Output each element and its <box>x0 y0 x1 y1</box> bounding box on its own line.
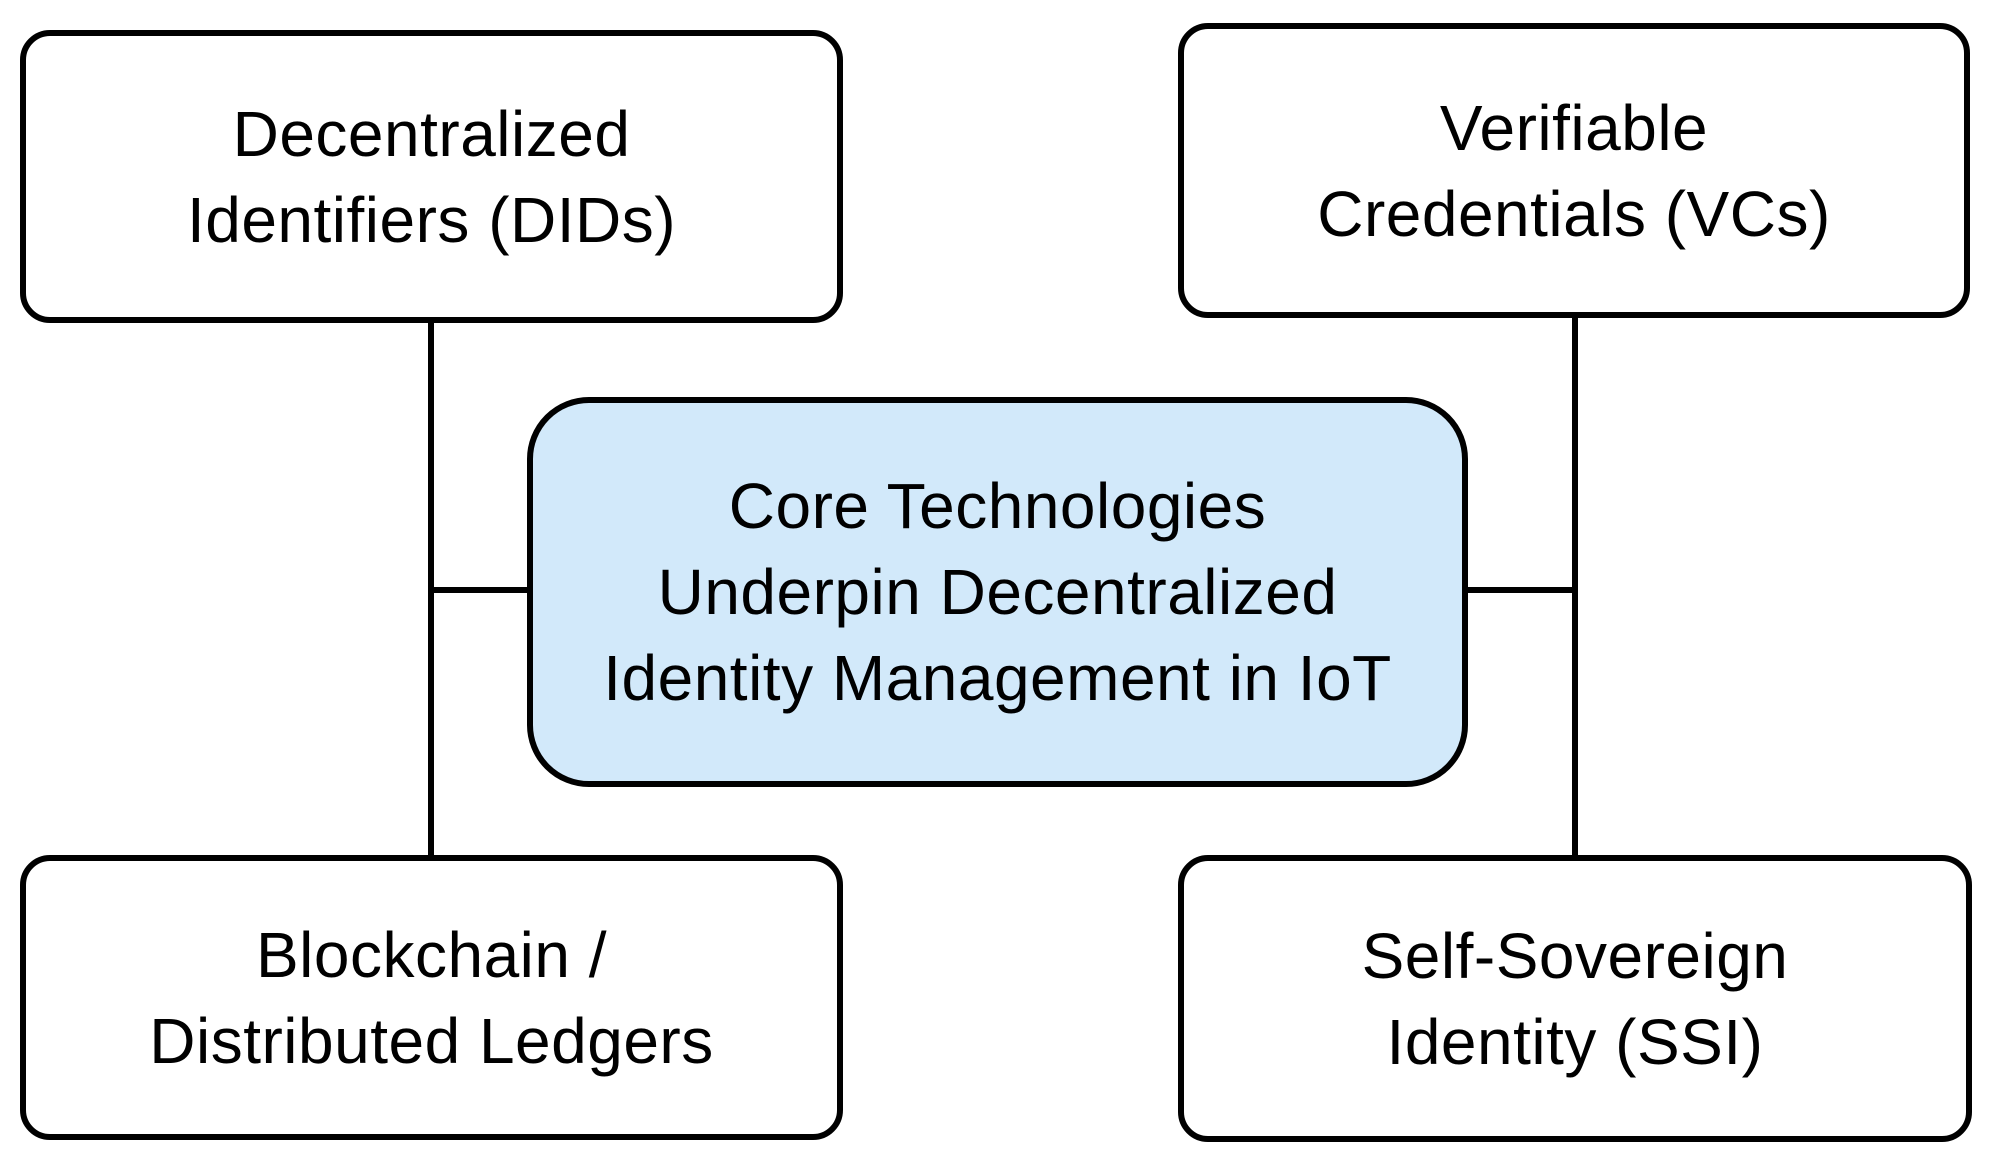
node-blockchain-distributed-ledgers: Blockchain / Distributed Ledgers <box>20 855 843 1140</box>
connector-left-horizontal <box>430 587 532 593</box>
node-label: Credentials (VCs) <box>1317 177 1831 250</box>
node-label: Distributed Ledgers <box>149 1004 714 1077</box>
node-label: Identity Management in IoT <box>603 642 1392 714</box>
node-label: Core Technologies <box>728 470 1267 542</box>
connector-right-vertical <box>1572 315 1578 858</box>
node-label: Blockchain / <box>255 918 608 991</box>
node-label: Verifiable <box>1439 91 1709 164</box>
node-label: Identity (SSI) <box>1386 1005 1764 1078</box>
node-self-sovereign-identity: Self-Sovereign Identity (SSI) <box>1178 855 1972 1142</box>
connector-right-horizontal <box>1463 587 1575 593</box>
node-decentralized-identifiers: Decentralized Identifiers (DIDs) <box>20 30 843 323</box>
node-verifiable-credentials: Verifiable Credentials (VCs) <box>1178 23 1970 318</box>
node-label: Underpin Decentralized <box>657 556 1338 628</box>
node-core-technologies: Core Technologies Underpin Decentralized… <box>527 397 1468 787</box>
node-label: Decentralized <box>232 97 631 170</box>
node-label: Identifiers (DIDs) <box>186 183 677 256</box>
node-label: Self-Sovereign <box>1361 919 1789 992</box>
